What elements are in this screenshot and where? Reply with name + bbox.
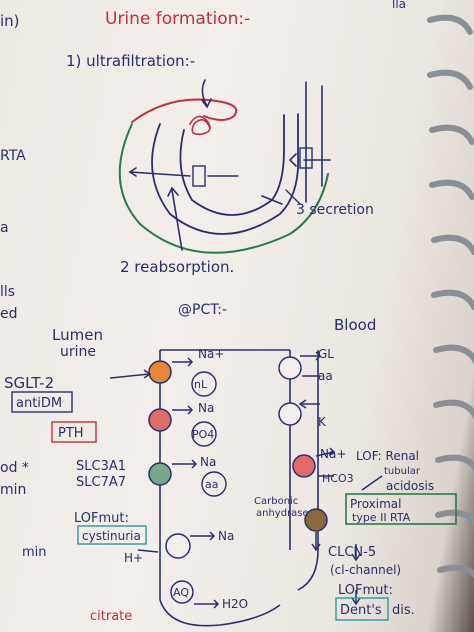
aquaporin-label: AQ xyxy=(173,586,189,599)
nephron-sketch xyxy=(118,79,331,254)
lumen-label: Lumen xyxy=(52,326,103,344)
margin-text: min xyxy=(22,545,47,560)
blood-ion: HCO3 xyxy=(322,472,354,485)
note-dents: Dent's xyxy=(340,603,382,618)
note-cystinuria: cystinuria xyxy=(82,529,141,543)
note-lofmut: LOFmut: xyxy=(74,511,129,526)
margin-text: lls xyxy=(0,284,15,300)
note-acidosis: acidosis xyxy=(386,479,434,493)
cystinuria-box xyxy=(77,525,147,545)
lumen-ion: Na+ xyxy=(198,347,224,361)
note-anhydrase: anhydrase xyxy=(256,508,309,519)
dents-box xyxy=(335,597,389,621)
urine-label: urine xyxy=(60,344,96,360)
note-clchannel: (cl-channel) xyxy=(330,563,401,577)
pct-heading: @PCT:- xyxy=(178,302,227,318)
margin-text: ed xyxy=(0,306,18,322)
inner-label: PO4 xyxy=(192,428,214,441)
binder-rings xyxy=(427,14,474,579)
note-slc7a7: SLC7A7 xyxy=(76,475,126,490)
corner-text-left: in) xyxy=(0,12,20,30)
margin-text: od * xyxy=(0,460,29,476)
note-type: type II RTA xyxy=(352,511,411,524)
margin-text: a xyxy=(0,220,9,236)
note-dis: dis. xyxy=(392,603,415,618)
proximal-rta-box xyxy=(345,493,457,525)
lumen-ion: H2O xyxy=(222,597,248,611)
corner-text-right: lla xyxy=(392,0,406,11)
blood-ion: K xyxy=(318,415,327,429)
margin-text: RTA xyxy=(0,148,26,164)
blood-ion: aa xyxy=(318,369,333,383)
margin-text: min xyxy=(0,482,26,498)
note-tubular: tubular xyxy=(384,466,421,477)
note-lof-renal: LOF: Renal xyxy=(356,449,419,463)
lumen-ion: Na xyxy=(200,455,216,469)
blood-ion: Na+ xyxy=(320,447,346,461)
lumen-transporters xyxy=(148,360,194,604)
blood-label: Blood xyxy=(334,316,376,334)
note-sglt2: SGLT-2 xyxy=(4,374,54,392)
lumen-ion: Na xyxy=(218,529,234,543)
inner-circles xyxy=(191,371,227,497)
antidm-box xyxy=(11,391,73,413)
inner-label: nL xyxy=(194,378,208,391)
lumen-ion: Na xyxy=(198,401,214,415)
note-pth: PTH xyxy=(58,426,84,441)
note-hplus: H+ xyxy=(124,551,143,565)
page-title: Urine formation:- xyxy=(105,9,250,29)
flux-arrows xyxy=(109,351,383,609)
note-antidm: antiDM xyxy=(16,396,62,411)
label-reabsorption: 2 reabsorption. xyxy=(120,258,234,276)
note-clcn5: CLCN-5 xyxy=(328,545,376,560)
note-proximal: Proximal xyxy=(350,497,401,511)
blood-ion: GL xyxy=(318,347,334,361)
note-carbonic: Carbonic xyxy=(254,496,298,507)
inner-label: aa xyxy=(205,478,218,491)
label-secretion: 3 secretion xyxy=(296,202,374,218)
pth-box xyxy=(51,421,97,443)
label-ultrafiltration: 1) ultrafiltration:- xyxy=(66,52,195,70)
note-lofmut2: LOFmut: xyxy=(338,583,393,598)
blood-transporters xyxy=(278,356,328,532)
note-slc3a1: SLC3A1 xyxy=(76,459,126,474)
note-citrate: citrate xyxy=(90,609,132,624)
